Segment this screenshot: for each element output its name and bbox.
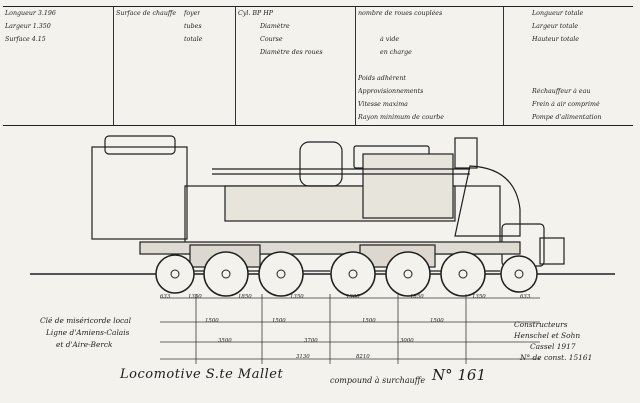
dimension-label: 1500 xyxy=(272,318,286,324)
spec-column-2: Surface de chauffe foyer tubes totale xyxy=(113,7,234,125)
dimension-label: 1500 xyxy=(205,318,219,324)
spec-cell: Surface de chauffe xyxy=(116,10,177,17)
locomotive-drawing xyxy=(0,124,640,403)
spec-cell: à vide xyxy=(380,36,400,43)
dimension-label: 633 xyxy=(520,294,531,300)
spec-cell: Diamètre xyxy=(260,23,290,30)
spec-cell: Course xyxy=(260,36,283,43)
wheel xyxy=(440,251,486,297)
spec-cell: nombre de roues couplées xyxy=(358,10,443,17)
spec-cell: Réchauffeur à eau xyxy=(532,88,591,95)
dimension-label: 1850 xyxy=(410,294,424,300)
spec-cell: Pompe d'alimentation xyxy=(532,114,602,121)
spec-cell: Cyl. BP HP xyxy=(238,10,273,17)
dimension-label: 8210 xyxy=(356,354,370,360)
spec-cell: totale xyxy=(184,36,203,43)
wheel xyxy=(330,251,376,297)
dimension-label: 3130 xyxy=(296,354,310,360)
cab-outline xyxy=(91,146,188,240)
route-note: Ligne d'Amiens-Calais xyxy=(46,328,130,337)
dimension-label: 3500 xyxy=(218,338,232,344)
drawing-title: Locomotive S.te Mallet xyxy=(120,367,284,382)
dimension-label: 1350 xyxy=(472,294,486,300)
wheel xyxy=(155,254,195,294)
builder-note: N° de const. 15161 xyxy=(520,353,593,362)
specification-table: Longueur 3.196 Largeur 1.350 Surface 4.1… xyxy=(3,6,633,126)
wheel xyxy=(258,251,304,297)
spec-column-3: Cyl. BP HP Diamètre Course Diamètre des … xyxy=(235,7,326,125)
spec-cell: Vitesse maxima xyxy=(358,101,408,108)
spec-cell: Frein à air comprimé xyxy=(532,101,600,108)
dimension-label: 1900 xyxy=(346,294,360,300)
spec-cell: Hauteur totale xyxy=(532,36,579,43)
spec-cell: tubes xyxy=(184,23,202,30)
spec-cell: foyer xyxy=(184,10,201,17)
dimension-label: 3000 xyxy=(400,338,414,344)
spec-column-4: nombre de roues couplées à vide en charg… xyxy=(355,7,466,125)
spec-cell: Longueur totale xyxy=(532,10,584,17)
spec-cell: Rayon minimum de courbe xyxy=(358,114,444,121)
dimension-label: 1500 xyxy=(430,318,444,324)
drawing-subtitle: compound à surchauffe xyxy=(330,376,426,385)
dimension-label: 633 xyxy=(160,294,171,300)
dimension-label: 1500 xyxy=(362,318,376,324)
dimension-label: 1350 xyxy=(290,294,304,300)
wheel xyxy=(203,251,249,297)
wheel xyxy=(385,251,431,297)
spec-column-1: Longueur 3.196 Largeur 1.350 Surface 4.1… xyxy=(3,7,103,125)
spec-cell: en charge xyxy=(380,49,412,56)
locomotive-elevation-svg xyxy=(30,135,615,364)
spec-cell: Largeur 1.350 xyxy=(5,23,51,30)
spec-cell: Poids adhérent xyxy=(358,75,406,82)
dimension-label: 1850 xyxy=(238,294,252,300)
wheel xyxy=(500,255,538,293)
route-note: Clé de miséricorde local xyxy=(40,316,131,325)
dimension-label: 1350 xyxy=(188,294,202,300)
spec-cell: Longueur 3.196 xyxy=(5,10,56,17)
spec-cell: Diamètre des roues xyxy=(260,49,323,56)
route-note: et d'Aire-Berck xyxy=(56,340,113,349)
builder-note: Cassel 1917 xyxy=(530,342,576,351)
spec-cell: Surface 4.15 xyxy=(5,36,46,43)
spec-cell: Largeur totale xyxy=(532,23,579,30)
dimension-label: 3700 xyxy=(304,338,318,344)
spec-column-5: Longueur totale Largeur totale Hauteur t… xyxy=(503,7,634,125)
builder-note: Henschel et Sohn xyxy=(514,331,581,340)
drawing-number: N° 161 xyxy=(432,366,487,384)
spec-cell: Approvisionnements xyxy=(358,88,424,95)
builder-note: Constructeurs xyxy=(514,320,568,329)
